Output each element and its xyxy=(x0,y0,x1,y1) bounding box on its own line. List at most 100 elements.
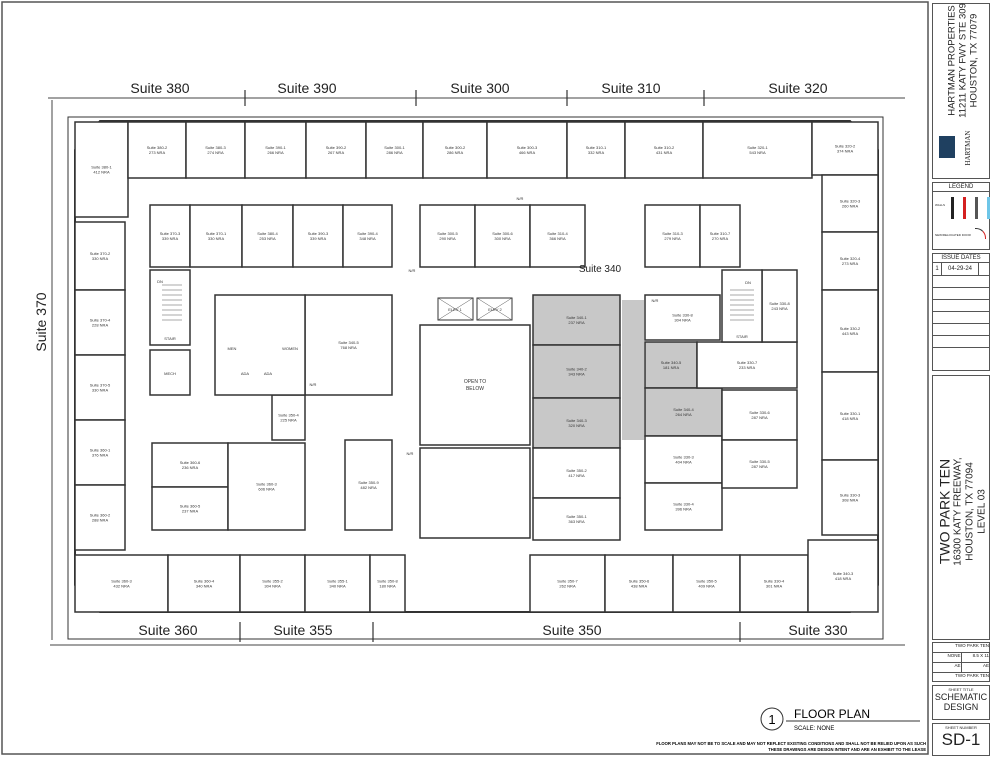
room-outline xyxy=(644,482,723,531)
legend-door-label: NEW/RELOCATED DOOR xyxy=(935,233,971,237)
room-area: 606 NRA xyxy=(258,487,275,492)
room-outline xyxy=(292,204,344,268)
room-outline xyxy=(151,486,229,531)
room-name: Suite 340-3 xyxy=(833,571,854,576)
room-area: 260 NRA xyxy=(842,204,859,209)
owner-name: HARTMAN PROPERTIES xyxy=(946,5,958,116)
room-outline xyxy=(644,435,723,484)
project-level: LEVEL 03 xyxy=(976,489,988,534)
ada-label-2: ADA xyxy=(264,371,273,376)
issue-date: 04-29-24 xyxy=(942,263,979,275)
room-area: 273 NRA xyxy=(842,261,859,266)
owner-address-2: HOUSTON, TX 77079 xyxy=(968,13,980,108)
room-area: 262 NRA xyxy=(559,584,576,589)
room-outline xyxy=(422,121,488,179)
sheet-title-2: DESIGN xyxy=(943,702,979,712)
room-outline xyxy=(644,204,701,268)
suite-label-370: Suite 370 xyxy=(33,292,49,351)
room-name: Suite 350-1 xyxy=(566,514,587,519)
hartman-logo-text: HARTMAN xyxy=(964,130,972,166)
room-name: Suite 360-1 xyxy=(90,448,111,453)
room-outline xyxy=(474,204,531,268)
room-area: 320 NRA xyxy=(568,423,585,428)
room-area: 237 NRA xyxy=(568,320,585,325)
room-outline xyxy=(486,121,568,179)
room-name: Suite 320-1 xyxy=(747,145,768,150)
room-area: 267 NRA xyxy=(328,150,345,155)
issue-dates-empty-rows xyxy=(933,276,989,356)
room-outline xyxy=(696,341,798,389)
legend-swatch xyxy=(951,197,954,219)
room-outline xyxy=(244,121,307,179)
room-outline xyxy=(149,204,191,268)
sheet-title-block: SHEET TITLE SCHEMATIC DESIGN xyxy=(932,685,990,720)
room-area: 404 NRA xyxy=(675,460,692,465)
room-name: Suite 330-1 xyxy=(840,411,861,416)
room-name: Suite 390-2 xyxy=(326,145,347,150)
room-outline xyxy=(529,204,586,268)
room-outline xyxy=(304,554,371,613)
room-highlighted xyxy=(532,294,621,346)
room-outline xyxy=(821,231,879,291)
room-name: Suite 330-5 xyxy=(749,459,770,464)
room-name: Suite 340-4 xyxy=(673,407,694,412)
room-name: Suite 350-4 xyxy=(278,413,299,418)
room-outline xyxy=(74,554,169,613)
room-area: 363 NRA xyxy=(568,519,585,524)
room-outline xyxy=(227,442,306,531)
room-area: 431 NRA xyxy=(656,150,673,155)
room-outline xyxy=(74,484,126,551)
room-name: Suite 320-4 xyxy=(840,256,861,261)
restrooms xyxy=(214,294,306,396)
room-outline xyxy=(821,459,879,536)
room-area: 181 NRA xyxy=(663,365,680,370)
door-swing-icon xyxy=(975,228,986,239)
room-outline xyxy=(369,554,406,613)
room-area: 418 NRA xyxy=(842,416,859,421)
room-outline xyxy=(344,439,393,531)
room-name: Suite 380-1 xyxy=(91,165,112,170)
room-name: Suite 300-3 xyxy=(517,145,538,150)
highlighted-corridor xyxy=(622,300,644,440)
suite-label-380: Suite 380 xyxy=(130,80,189,96)
issue-dates-block: ISSUE DATES 1 04-29-24 xyxy=(932,253,990,371)
room-highlighted xyxy=(644,387,723,437)
room-area: 330 NRA xyxy=(208,236,225,241)
room-area: 266 NRA xyxy=(267,150,284,155)
room-area: 418 NRA xyxy=(835,576,852,581)
room-name: Suite 390-3 xyxy=(308,231,329,236)
drawing-number-circle xyxy=(760,707,784,731)
room-outline xyxy=(189,204,243,268)
room-outline xyxy=(821,289,879,373)
drawing-number: 1 xyxy=(768,712,775,727)
owner-block: HARTMAN PROPERTIES 11211 KATY FWY STE 30… xyxy=(932,3,990,179)
room-name: Suite 300-1 xyxy=(384,145,405,150)
mech-room xyxy=(149,349,191,396)
room-area: 396 NRA xyxy=(675,507,692,512)
room-name: Suite 380-3 xyxy=(205,145,226,150)
restroom-women-label: WOMEN xyxy=(282,346,298,351)
disclaimer-line-1: FLOOR PLANS MAY NOT BE TO SCALE AND MAY … xyxy=(656,741,926,746)
room-name: Suite 390-4 xyxy=(357,231,378,236)
legend-title: LEGEND xyxy=(933,183,989,192)
